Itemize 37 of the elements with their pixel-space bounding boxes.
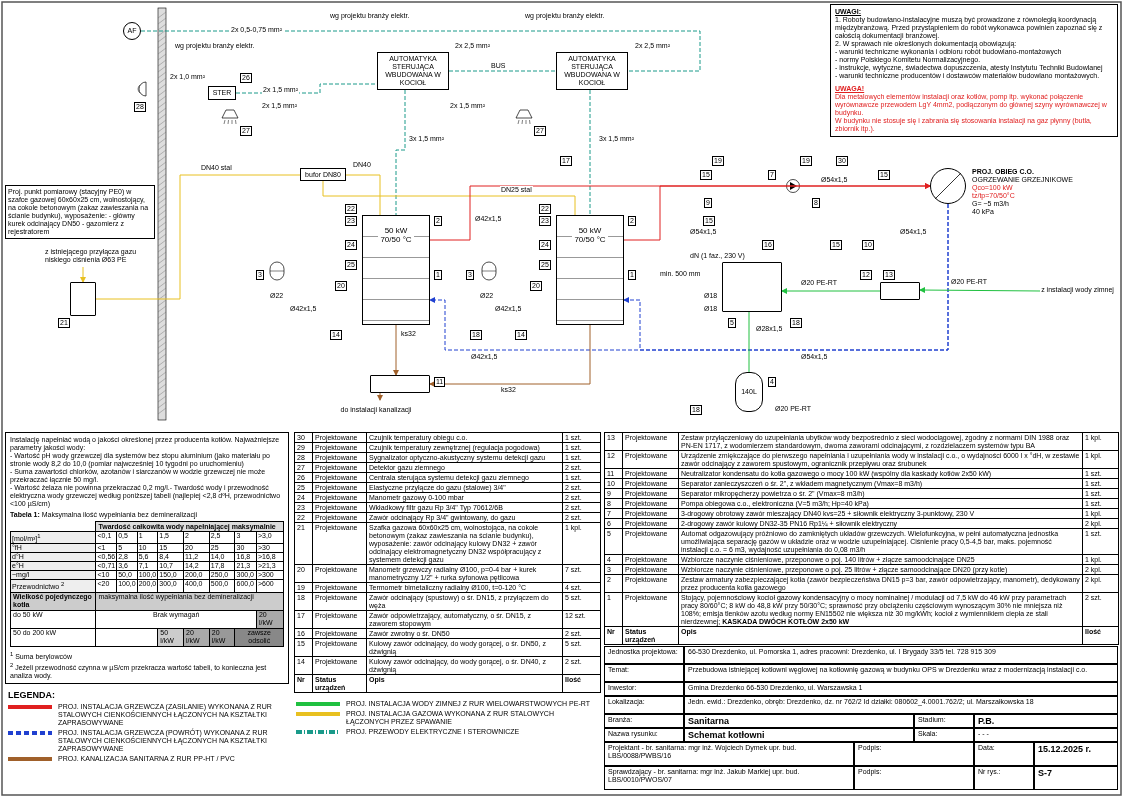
gas-cabinet-drawing: [70, 282, 96, 316]
title-block-cell: Sanitarna: [684, 714, 914, 728]
pipe-line: [429, 324, 591, 387]
boiler-drawing: [556, 215, 624, 325]
title-block-cell: Schemat kotłowni: [684, 728, 914, 742]
pipe-line: [919, 287, 1041, 294]
node-label: 50 kW 70/50 °C: [572, 226, 608, 244]
water-meter-drawing: [880, 282, 920, 300]
sensor-circle: [123, 22, 141, 40]
expansion-vessel: [735, 372, 763, 412]
pipe-line: [623, 183, 931, 241]
cable-line: [140, 30, 701, 72]
pipe-line: [80, 266, 86, 283]
pipe-line: [345, 174, 381, 216]
deaerator-drawing: [722, 262, 782, 312]
legend-heading: LEGENDA:: [8, 690, 56, 700]
pipe-line: [377, 392, 383, 401]
heating-circuit-symbol: [930, 168, 966, 204]
pipe-line: [781, 288, 881, 294]
controller-box: [208, 86, 236, 100]
title-block-cell: S-7: [1034, 766, 1118, 790]
cable-line: [589, 89, 591, 216]
neutralizer-drawing: [370, 375, 430, 393]
controller-box: [556, 52, 628, 90]
controller-box: [377, 52, 449, 90]
buffer-box: [300, 168, 346, 181]
node-label: 50 kW 70/50 °C: [378, 226, 414, 244]
cable-line: [448, 70, 557, 72]
boiler-drawing: [362, 215, 430, 325]
cable-line: [395, 89, 406, 216]
pipe-line: [748, 311, 750, 373]
pipe-line: [322, 180, 576, 216]
pipe-line: [623, 203, 949, 351]
title-block-cell: P.B.: [974, 714, 1118, 728]
pipe-line: [95, 174, 301, 300]
title-block-cell: 15.12.2025 r.: [1034, 742, 1118, 766]
pipe-line: [393, 324, 399, 376]
